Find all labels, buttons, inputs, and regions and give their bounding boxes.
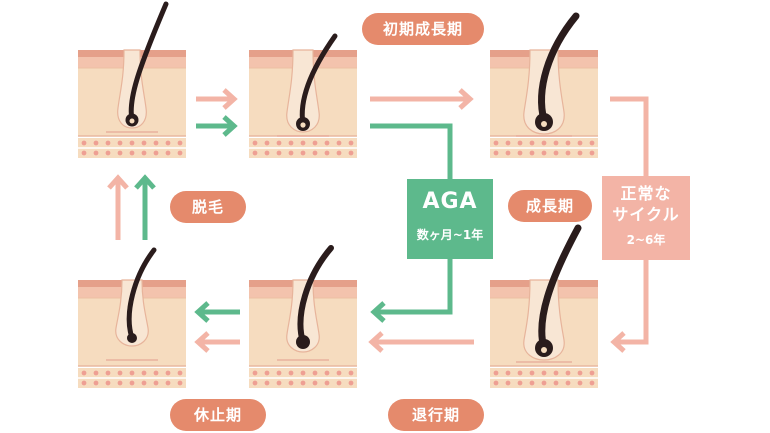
label-catagen: 退行期 — [388, 399, 484, 431]
normal-cycle-duration: 2~6年 — [626, 233, 666, 247]
label-shedding: 脱毛 — [170, 191, 246, 223]
normal-cycle-title-line2: サイクル — [612, 205, 680, 224]
follicle-tile-growth — [489, 12, 599, 159]
arrow-pink-top-2 — [370, 88, 474, 110]
arrow-green-aga-path — [370, 123, 453, 323]
arrow-pink-up — [107, 174, 129, 240]
label-growth: 成長期 — [508, 190, 592, 222]
arrow-pink-top-1 — [196, 88, 238, 110]
normal-cycle-box: 正常な サイクル 2~6年 — [602, 176, 690, 260]
aga-box: AGA 数ヶ月~1年 — [407, 179, 493, 259]
arrow-green-top-1 — [196, 115, 238, 137]
label-early-growth: 初期成長期 — [362, 13, 484, 45]
arrow-green-up — [134, 174, 156, 240]
label-telogen: 休止期 — [170, 399, 266, 431]
follicle-tile-catagen-1 — [489, 224, 599, 389]
follicle-tile-catagen-2 — [248, 245, 358, 389]
aga-title: AGA — [422, 189, 478, 214]
arrow-pink-normal-path — [610, 96, 649, 353]
follicle-tile-early — [77, 1, 187, 159]
arrow-pink-bottom-2 — [194, 331, 240, 353]
arrow-pink-bottom-1 — [368, 331, 474, 353]
follicle-tile-telogen — [77, 247, 187, 389]
aga-duration: 数ヶ月~1年 — [416, 228, 484, 242]
arrow-green-bottom-2 — [194, 301, 240, 323]
follicle-tile-early-2 — [248, 33, 358, 159]
normal-cycle-title-line1: 正常な — [620, 184, 672, 203]
